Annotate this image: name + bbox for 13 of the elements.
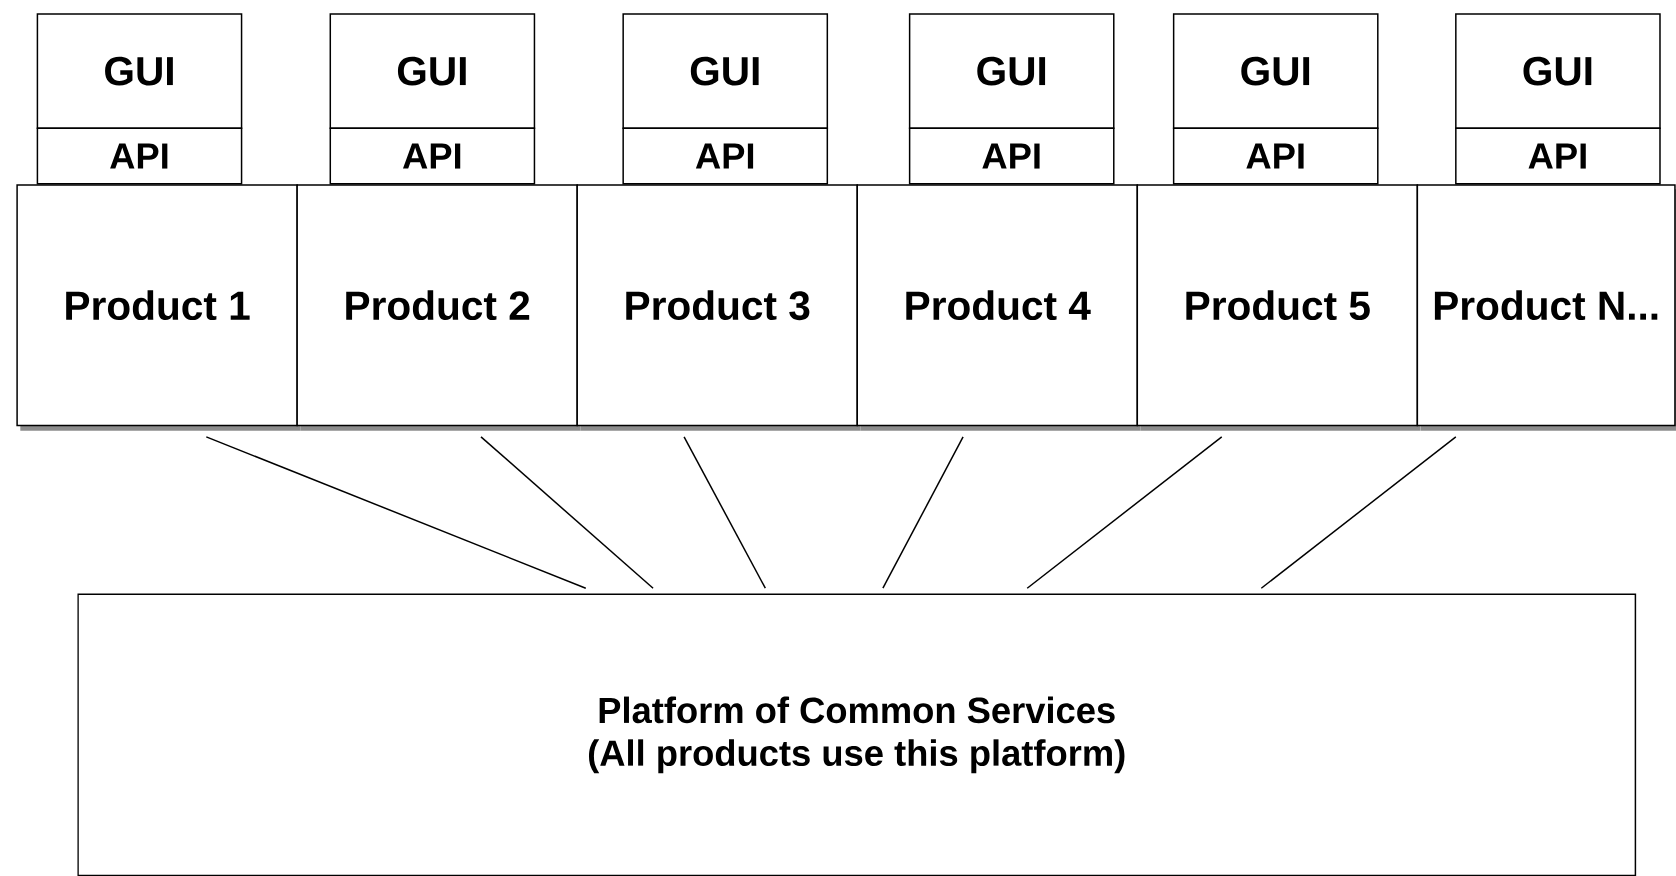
- api-box: API: [36, 127, 243, 185]
- api-box: API: [1172, 127, 1379, 185]
- api-box: API: [908, 127, 1115, 185]
- connector-line: [683, 435, 767, 589]
- api-box: API: [1455, 127, 1661, 185]
- api-box: API: [622, 127, 829, 185]
- connector-line: [1260, 435, 1457, 589]
- api-box: API: [329, 127, 536, 185]
- connector-line: [480, 435, 654, 589]
- platform-box: Platform of Common Services (All products use this platform): [77, 593, 1637, 876]
- connector-line: [882, 435, 964, 589]
- connector-line: [1026, 435, 1223, 589]
- connector-line: [205, 435, 587, 589]
